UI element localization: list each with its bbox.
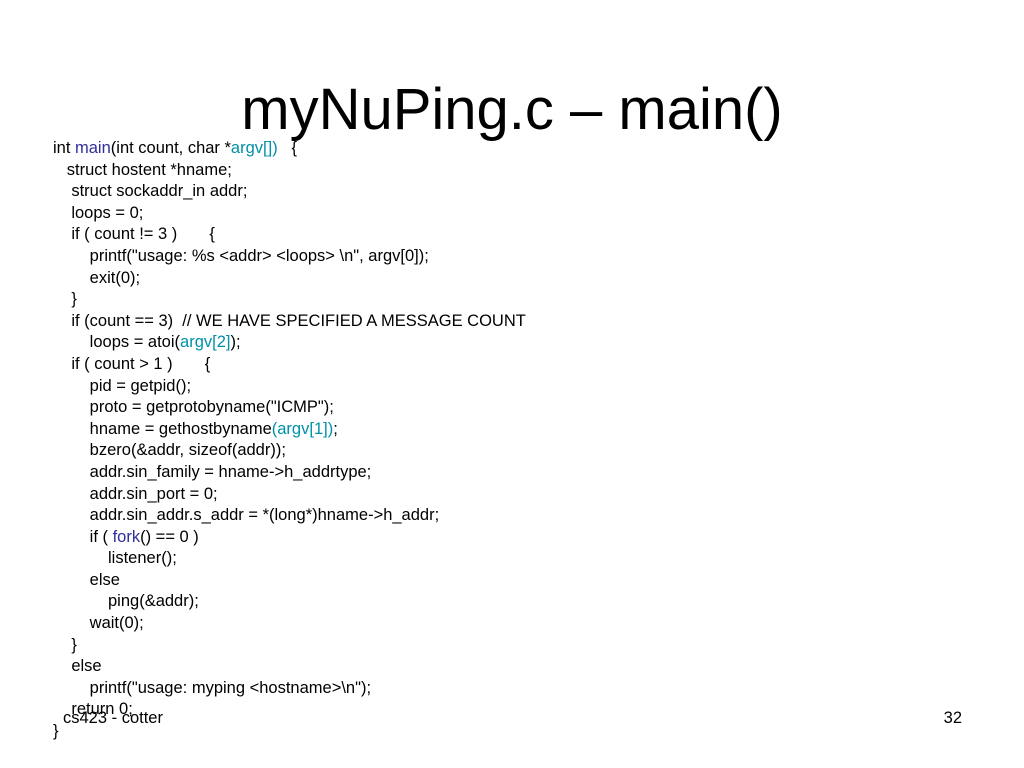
code-segment: loops = atoi( [53, 333, 181, 352]
code-segment: { [277, 139, 297, 157]
code-segment: fork [112, 527, 141, 546]
code-segment: if ( count != 3 ) { [53, 225, 215, 244]
code-line: hname = gethostbyname(argv[1]); [53, 419, 993, 441]
code-line: else [53, 656, 993, 678]
code-segment: proto = getprotobyname("ICMP"); [53, 398, 334, 417]
code-segment: ping(&addr); [53, 592, 199, 611]
code-segment: addr.sin_addr.s_addr = *(long*)hname->h_… [53, 506, 440, 525]
slide-title: myNuPing.c – main() [241, 77, 783, 142]
code-segment: argv[]) [230, 139, 278, 157]
code-segment: printf("usage: myping <hostname>\n"); [53, 678, 372, 697]
code-line: else [53, 570, 993, 592]
code-segment: (argv[1]) [271, 419, 334, 438]
code-line: proto = getprotobyname("ICMP"); [53, 397, 993, 419]
code-segment: () == 0 ) [140, 527, 199, 546]
code-block: int main(int count, char *argv[]) { stru… [53, 138, 993, 743]
code-segment: listener(); [53, 549, 177, 568]
code-segment: pid = getpid(); [53, 376, 192, 395]
code-line: addr.sin_addr.s_addr = *(long*)hname->h_… [53, 505, 993, 527]
code-segment: main [75, 139, 111, 157]
code-segment: if ( [53, 527, 113, 546]
code-line: bzero(&addr, sizeof(addr)); [53, 440, 993, 462]
code-line: return 0; [53, 699, 993, 721]
code-segment: else [53, 570, 120, 589]
code-line: wait(0); [53, 613, 993, 635]
code-segment: } [53, 722, 59, 741]
code-segment: addr.sin_port = 0; [53, 484, 218, 503]
code-line: } [53, 289, 993, 311]
code-segment: loops = 0; [53, 203, 144, 222]
code-segment: wait(0); [53, 614, 144, 633]
code-segment: hname = gethostbyname [53, 419, 272, 438]
code-segment: addr.sin_family = hname->h_addrtype; [53, 462, 372, 481]
code-line: struct sockaddr_in addr; [53, 181, 993, 203]
code-segment: if ( count > 1 ) { [53, 354, 211, 373]
code-segment: } [53, 635, 77, 654]
code-line: pid = getpid(); [53, 376, 993, 398]
code-line: loops = 0; [53, 203, 993, 225]
code-segment: int [53, 139, 76, 157]
code-line: loops = atoi(argv[2]); [53, 332, 993, 354]
footer-author: cs423 - cotter [63, 709, 163, 727]
code-segment: (int count, char * [110, 139, 231, 157]
code-segment: ); [230, 333, 241, 352]
code-line: addr.sin_family = hname->h_addrtype; [53, 462, 993, 484]
slide-number: 32 [943, 709, 962, 727]
code-line: struct hostent *hname; [53, 160, 993, 182]
code-line: exit(0); [53, 268, 993, 290]
code-segment: argv[2] [180, 333, 231, 352]
code-line: if ( count != 3 ) { [53, 224, 993, 246]
code-segment: } [53, 290, 77, 309]
code-line: int main(int count, char *argv[]) { [53, 138, 993, 160]
code-line: } [53, 635, 993, 657]
code-segment: else [53, 657, 102, 676]
code-segment: if (count == 3) // WE HAVE SPECIFIED A M… [53, 311, 526, 330]
code-line: printf("usage: myping <hostname>\n"); [53, 678, 993, 700]
code-segment: printf("usage: %s <addr> <loops> \n", ar… [53, 246, 429, 265]
code-line: ping(&addr); [53, 591, 993, 613]
code-line: if (count == 3) // WE HAVE SPECIFIED A M… [53, 311, 993, 333]
code-line: listener(); [53, 548, 993, 570]
code-segment: struct sockaddr_in addr; [53, 182, 248, 201]
code-line: } [53, 721, 993, 743]
code-segment: struct hostent *hname; [53, 160, 232, 179]
code-segment: return 0; [53, 700, 133, 719]
code-line: addr.sin_port = 0; [53, 484, 993, 506]
code-segment: bzero(&addr, sizeof(addr)); [53, 441, 286, 460]
code-line: printf("usage: %s <addr> <loops> \n", ar… [53, 246, 993, 268]
code-segment: ; [333, 419, 338, 438]
code-line: if ( count > 1 ) { [53, 354, 993, 376]
code-segment: exit(0); [53, 268, 141, 287]
code-line: if ( fork() == 0 ) [53, 527, 993, 549]
